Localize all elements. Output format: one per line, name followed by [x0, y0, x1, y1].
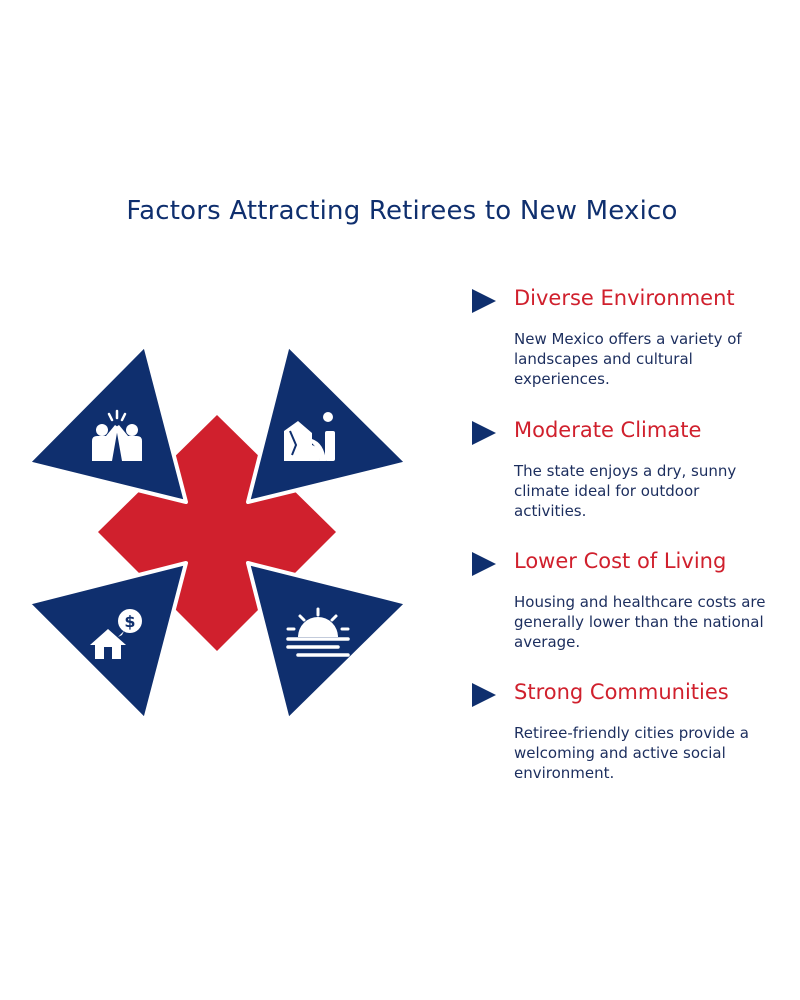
landscape-icon: [284, 412, 335, 461]
page-title: Factors Attracting Retirees to New Mexic…: [126, 196, 678, 226]
triangle-bullet-icon: [472, 552, 496, 576]
factor-description: New Mexico offers a variety of landscape…: [514, 330, 742, 388]
triangle-bullet-icon: [472, 683, 496, 707]
factor-description: The state enjoys a dry, sunny climate id…: [514, 462, 737, 520]
factor-description: Housing and healthcare costs are general…: [514, 593, 766, 651]
factor-title: Strong Communities: [514, 680, 729, 704]
factor-title: Lower Cost of Living: [514, 549, 727, 573]
triangle-top-left: [26, 343, 188, 504]
factor-title: Diverse Environment: [514, 286, 735, 310]
factor-description: Retiree-friendly cities provide a welcom…: [514, 724, 749, 782]
high-five-icon: [92, 409, 142, 461]
triangle-bottom-right: [246, 561, 409, 722]
sunset-icon: [286, 607, 350, 657]
triangle-top-right: [246, 343, 409, 504]
factors-graphic: $: [26, 343, 409, 722]
factor-title: Moderate Climate: [514, 418, 702, 442]
triangle-bullet-icon: [472, 289, 496, 313]
svg-text:$: $: [124, 612, 135, 631]
house-savings-icon: $: [90, 609, 142, 659]
triangle-bullet-icon: [472, 421, 496, 445]
